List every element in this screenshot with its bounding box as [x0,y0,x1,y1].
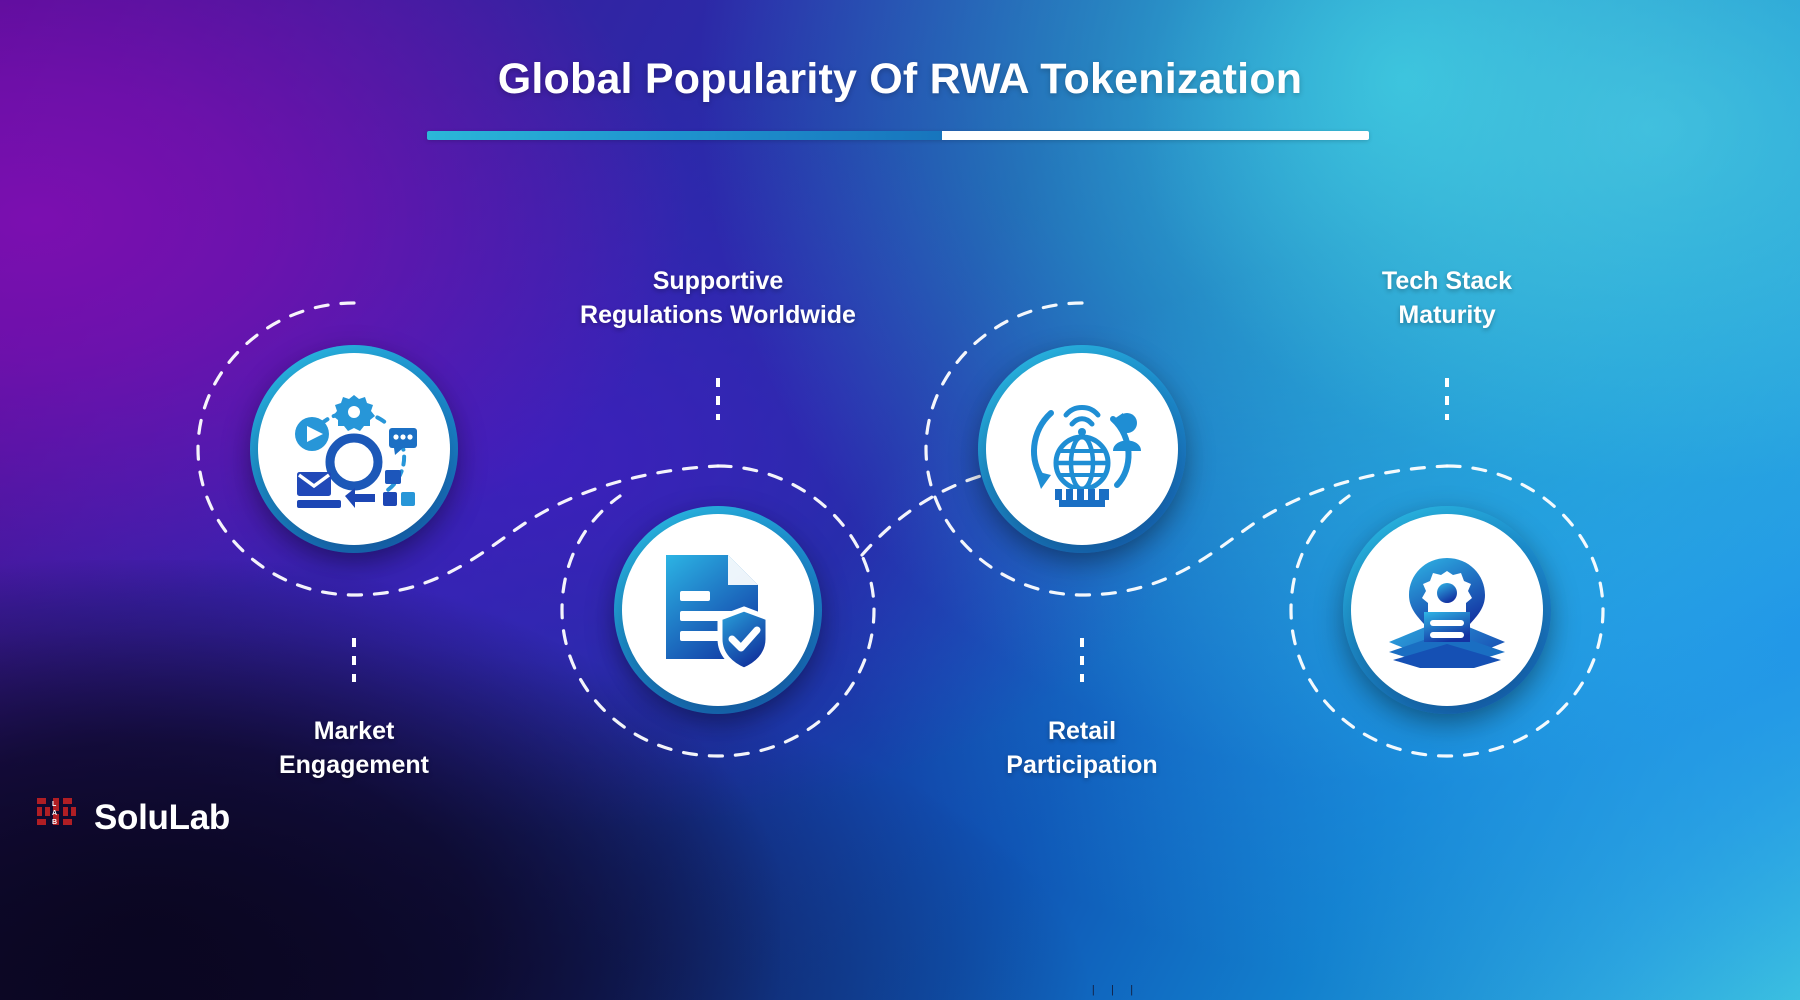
brand-logo[interactable]: L A B SoluLab [35,795,230,841]
node-circle-retail-participation[interactable] [986,353,1178,545]
node-label-supportive-regulations: Supportive Regulations Worldwide [580,267,856,329]
tech-stack-lightbulb-icon [1389,558,1505,668]
title-underline-white-segment [942,131,1369,140]
node-circle-market-engagement[interactable] [258,353,450,545]
solulab-logo-mark-icon: L A B [35,795,81,841]
footer-tick-marks: | | | [1090,985,1139,997]
node-stem-supportive-regulations [716,378,720,420]
node-circle-tech-stack-maturity[interactable] [1351,514,1543,706]
page-title: Global Popularity Of RWA Tokenization [497,55,1303,103]
node-stem-tech-stack-maturity [1445,378,1449,420]
node-stem-market-engagement [352,638,356,682]
brand-name: SoluLab [94,798,230,837]
node-label-retail-participation: Retail Participation [1006,717,1158,779]
svg-text:L: L [52,801,57,808]
node-circle-supportive-regulations[interactable] [622,514,814,706]
node-stem-retail-participation [1080,638,1084,682]
market-engagement-icon [295,395,417,508]
svg-text:A: A [52,810,57,817]
svg-text:B: B [52,819,57,826]
compliance-document-shield-icon [666,555,771,669]
node-label-tech-stack-maturity: Tech Stack Maturity [1381,267,1513,329]
title-underline [427,131,1369,140]
node-label-market-engagement: Market Engagement [278,717,430,779]
title-underline-accent-segment [427,131,942,140]
global-retail-network-icon [1030,405,1141,507]
